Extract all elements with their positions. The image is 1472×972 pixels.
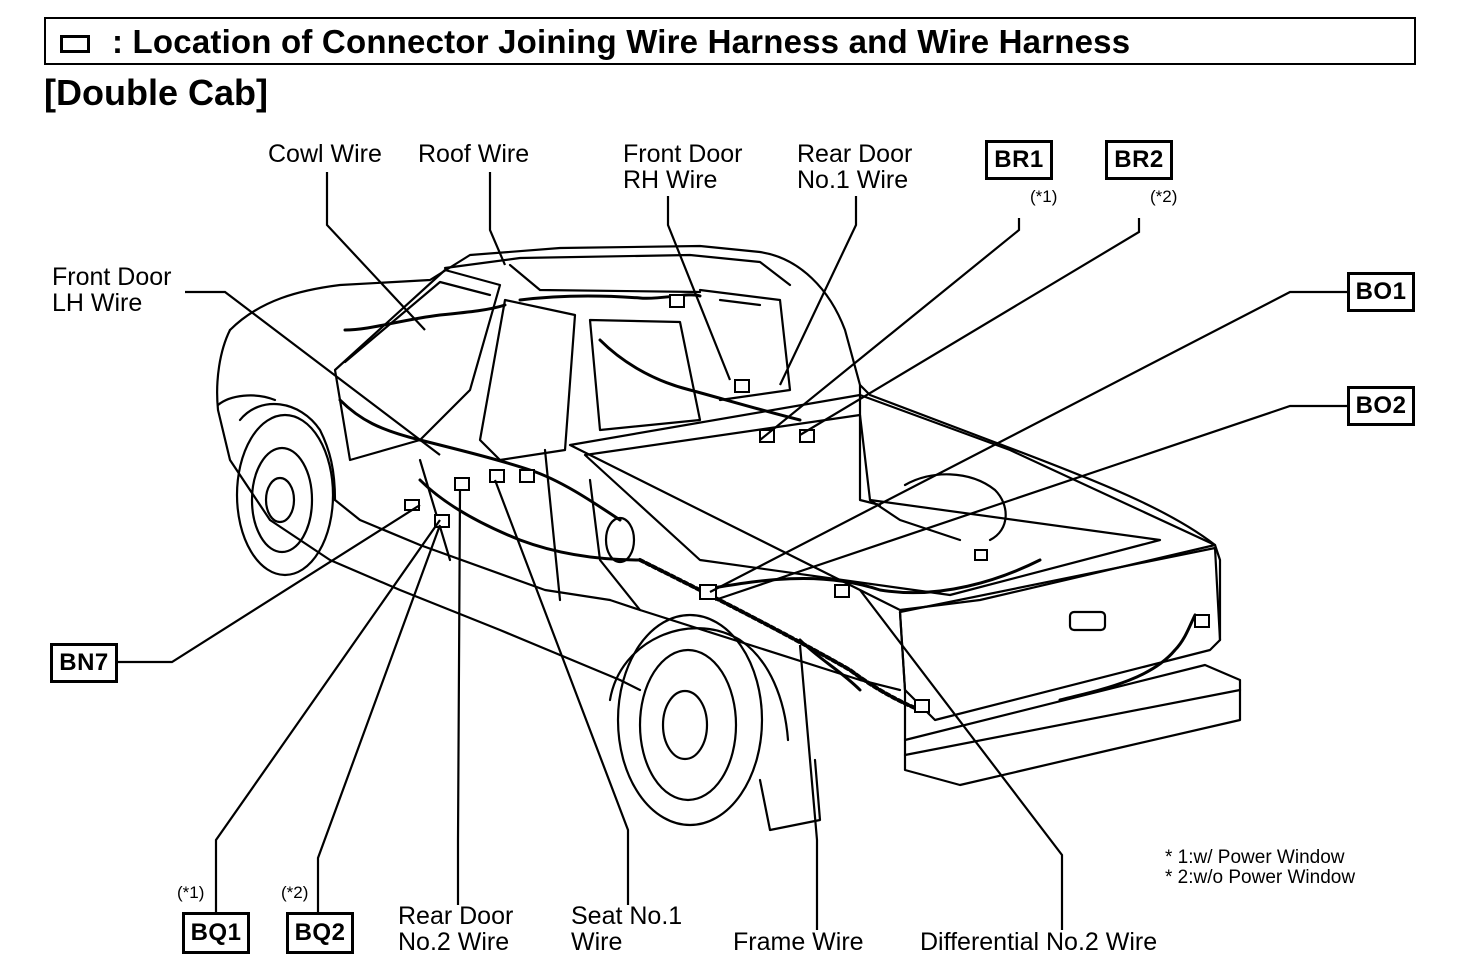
label-rear-door-no2-line2: No.2 Wire: [398, 928, 510, 956]
cab-side-panel: [333, 498, 612, 602]
connector-bq2-code: BQ2: [294, 919, 346, 946]
rear-door-window: [588, 318, 702, 432]
tailgate: [898, 546, 1222, 722]
connector-bo2[interactable]: BO2: [1347, 386, 1415, 426]
cowl-wire-harness: [343, 303, 507, 332]
connector-br1[interactable]: BR1: [985, 140, 1053, 180]
leader-br2: [799, 218, 1141, 436]
label-roof-wire: Roof Wire: [418, 140, 530, 168]
front-wheel: [235, 413, 335, 577]
connector-legend-square-icon: [60, 35, 90, 53]
connector-br2[interactable]: BR2: [1105, 140, 1173, 180]
label-front-door-rh-line2: RH Wire: [623, 166, 718, 194]
connector-br2-code: BR2: [1114, 146, 1164, 173]
rear-wheel: [616, 613, 764, 827]
bed-side-panel: [608, 598, 902, 692]
leader-bo2: [714, 404, 1347, 602]
note-br1: (*1): [1030, 187, 1058, 206]
leader-rear-door-no1: [779, 196, 858, 386]
label-cowl-wire: Cowl Wire: [268, 140, 382, 168]
leader-front-door-lh: [185, 290, 441, 456]
leader-bq1: [214, 519, 441, 912]
rear-bumper: [903, 663, 1242, 787]
leader-rear-door-no2: [456, 489, 462, 905]
truck-bed-floor: [583, 413, 1162, 597]
leader-frame-wire: [798, 644, 819, 930]
leader-bq2: [316, 524, 442, 912]
connector-bo2-code: BO2: [1355, 392, 1407, 419]
truck-front-fascia: [216, 328, 562, 657]
tail-light-wire-harness: [1058, 613, 1197, 702]
mud-flap: [758, 758, 822, 832]
leader-differential-no2: [859, 589, 1064, 930]
rear-door-wire-harness: [598, 338, 802, 422]
footnotes: * 1:w/ Power Window * 2:w/o Power Window: [1165, 848, 1355, 888]
label-front-door-lh-line1: Front Door: [52, 263, 172, 291]
label-rear-door-no1-line1: Rear Door: [797, 140, 913, 168]
page-title: : Location of Connector Joining Wire Har…: [112, 23, 1131, 60]
differential-wire-harness: [698, 558, 1042, 595]
label-front-door-rh-line1: Front Door: [623, 140, 743, 168]
label-seat-no1-line1: Seat No.1: [571, 902, 683, 930]
truck-bed-top: [568, 393, 1217, 612]
connector-bq1-code: BQ1: [190, 919, 242, 946]
footnote-1: * 1:w/ Power Window: [1165, 847, 1345, 868]
connector-bn7-code: BN7: [59, 649, 109, 676]
leader-cowl-wire: [325, 172, 426, 331]
leader-bo1: [709, 290, 1347, 593]
label-rear-door-no2-line1: Rear Door: [398, 902, 514, 930]
leader-br1: [759, 218, 1021, 441]
leader-seat-no1: [493, 479, 630, 905]
title-box: : Location of Connector Joining Wire Har…: [44, 17, 1416, 65]
connector-bq2[interactable]: BQ2: [286, 912, 354, 954]
connector-bo1-code: BO1: [1355, 278, 1407, 305]
windshield: [333, 268, 502, 462]
footnote-2: * 2:w/o Power Window: [1165, 867, 1356, 888]
leader-bn7: [117, 504, 421, 664]
page-subtitle: [Double Cab]: [44, 72, 268, 113]
label-seat-no1-line2: Wire: [571, 928, 623, 956]
dash-wire-harness: [338, 398, 622, 522]
leader-roof-wire: [488, 172, 507, 266]
front-door-window: [478, 298, 577, 462]
leader-front-door-rh: [666, 196, 732, 381]
tailgate-handle: [1068, 610, 1107, 632]
connector-bo1[interactable]: BO1: [1347, 272, 1415, 312]
label-frame-wire: Frame Wire: [733, 928, 864, 956]
connector-br1-code: BR1: [994, 146, 1044, 173]
note-br2: (*2): [1150, 187, 1178, 206]
connector-bq1[interactable]: BQ1: [182, 912, 250, 954]
note-bq1: (*1): [177, 883, 205, 902]
note-bq2: (*2): [281, 883, 309, 902]
truck-hood-outline: [228, 244, 1222, 642]
label-front-door-lh-line2: LH Wire: [52, 289, 143, 317]
label-differential-no2-wire: Differential No.2 Wire: [920, 928, 1158, 956]
roof: [443, 253, 792, 287]
frame-wire-harness: [638, 558, 922, 712]
front-wheel-arch: [238, 402, 337, 502]
connector-bn7[interactable]: BN7: [50, 643, 118, 683]
label-rear-door-no1-line2: No.1 Wire: [797, 166, 909, 194]
